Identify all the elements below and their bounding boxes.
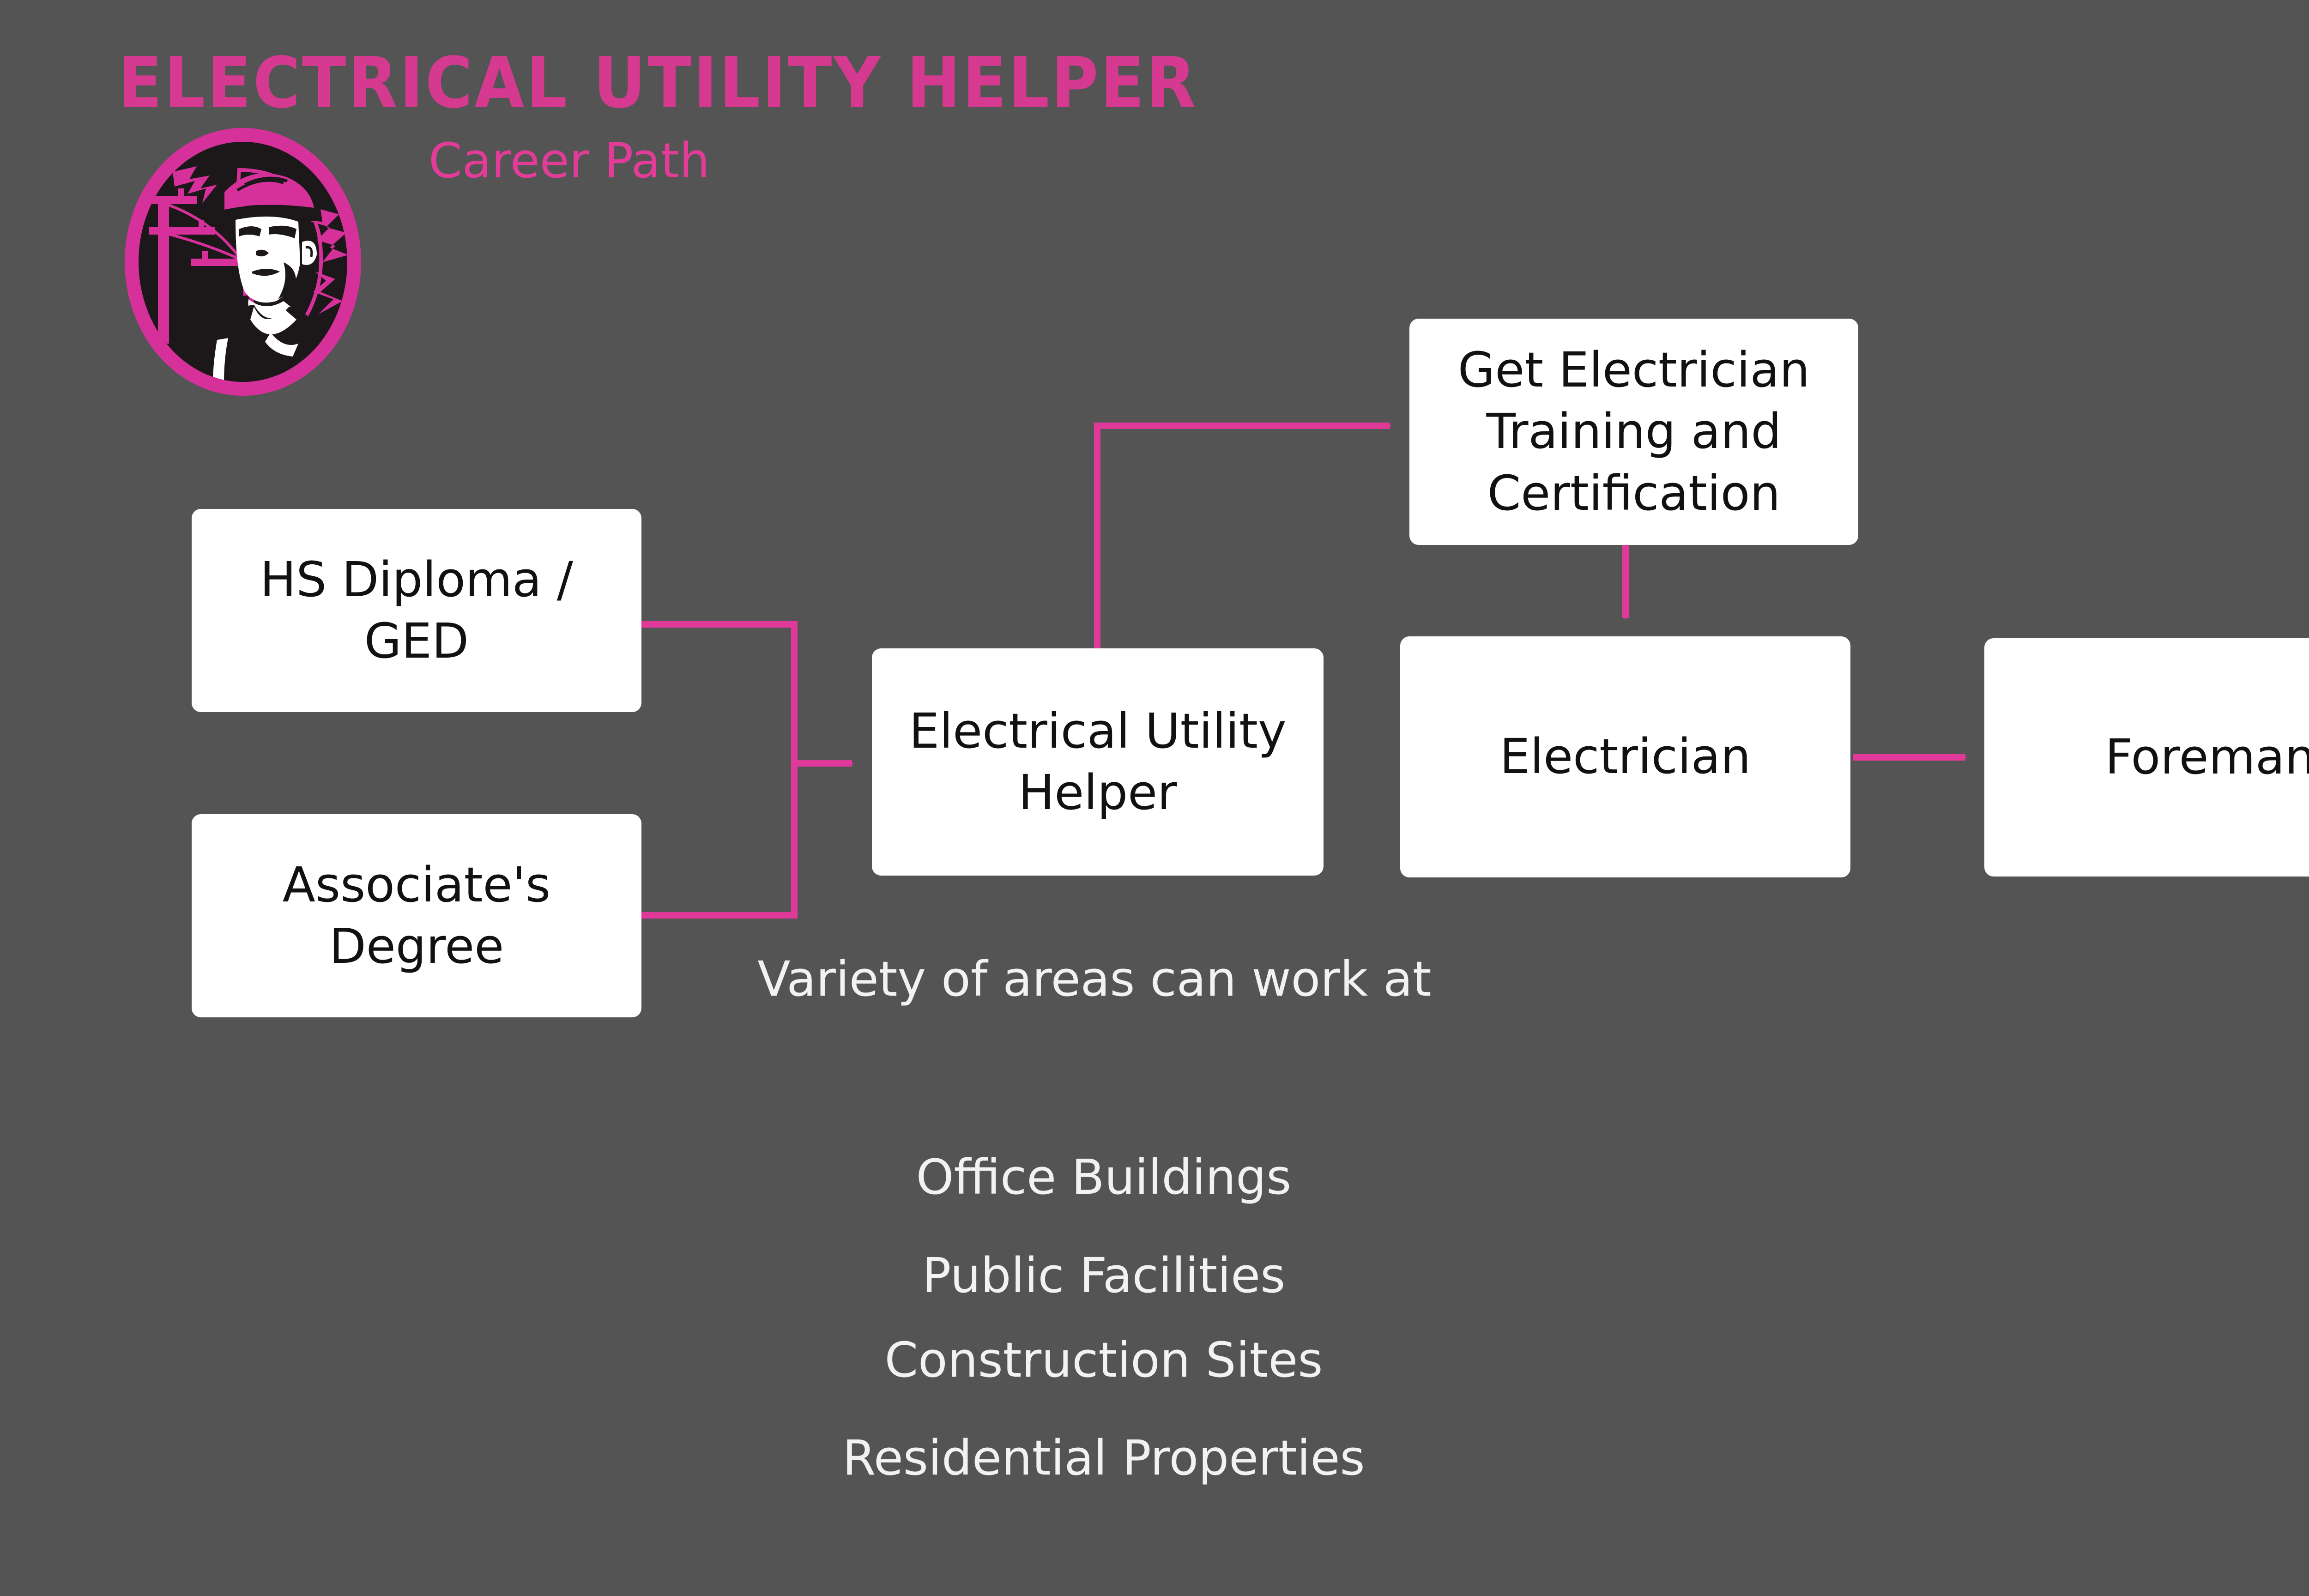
edge-associates-to-helper: [641, 763, 798, 919]
flow-node-label: Associate's Degree: [282, 856, 551, 974]
flow-node-label: Get Electrician Training and Certificati…: [1457, 342, 1810, 521]
flow-node-get-electrician-training[interactable]: Get Electrician Training and Certificati…: [1409, 319, 1858, 545]
page-subtitle: Career Path: [429, 133, 710, 189]
flow-node-electrical-utility-helper[interactable]: Electrical Utility Helper: [872, 648, 1324, 876]
flow-node-label: Electrician: [1499, 728, 1751, 785]
work-area-item: Office Buildings: [916, 1149, 1292, 1205]
edge-helper-to-training: [1094, 423, 1390, 648]
page-title: ELECTRICAL UTILITY HELPER: [118, 42, 1198, 124]
flow-node-associates-degree[interactable]: Associate's Degree: [192, 814, 641, 1017]
work-areas-heading: Variety of areas can work at: [757, 951, 1432, 1007]
flow-node-label: Electrical Utility Helper: [909, 702, 1287, 821]
work-area-item: Residential Properties: [842, 1430, 1365, 1486]
flow-node-hs-diploma[interactable]: HS Diploma / GED: [192, 509, 641, 712]
flow-node-electrician[interactable]: Electrician: [1400, 636, 1850, 877]
flow-node-label: HS Diploma / GED: [260, 551, 573, 669]
work-area-item: Construction Sites: [884, 1332, 1323, 1388]
electrical-utility-worker-badge-icon: [121, 124, 365, 400]
flow-node-foreman[interactable]: Foreman: [1984, 638, 2309, 877]
work-area-item: Public Facilities: [922, 1247, 1286, 1304]
edge-hs-to-helper: [641, 621, 798, 763]
flow-node-label: Foreman: [2105, 729, 2309, 786]
